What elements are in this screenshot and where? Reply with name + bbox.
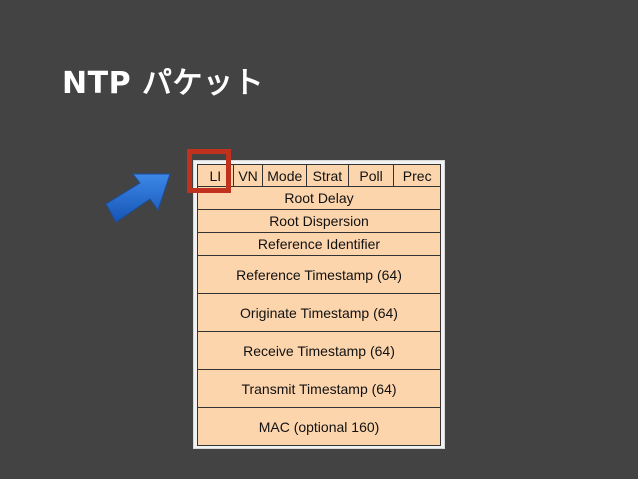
field-reference-timestamp: Reference Timestamp (64) bbox=[197, 256, 441, 294]
field-root-delay: Root Delay bbox=[197, 187, 441, 210]
header-row: LI VN Mode Strat Poll Prec bbox=[197, 164, 441, 187]
field-poll: Poll bbox=[349, 165, 395, 186]
field-root-dispersion: Root Dispersion bbox=[197, 210, 441, 233]
slide-title: NTP パケット bbox=[62, 66, 265, 101]
field-mode: Mode bbox=[263, 165, 308, 186]
field-receive-timestamp: Receive Timestamp (64) bbox=[197, 332, 441, 370]
field-strat: Strat bbox=[307, 165, 349, 186]
arrow-right-icon bbox=[105, 173, 171, 223]
field-vn: VN bbox=[234, 165, 264, 186]
packet-fields: LI VN Mode Strat Poll Prec Root Delay Ro… bbox=[197, 164, 441, 446]
field-originate-timestamp: Originate Timestamp (64) bbox=[197, 294, 441, 332]
field-mac: MAC (optional 160) bbox=[197, 408, 441, 446]
field-li: LI bbox=[198, 165, 234, 186]
field-label: Reference Identifier bbox=[257, 236, 381, 252]
field-label: Originate Timestamp (64) bbox=[240, 304, 398, 321]
field-label: Root Dispersion bbox=[269, 213, 369, 229]
ntp-packet-diagram: LI VN Mode Strat Poll Prec Root Delay Ro… bbox=[193, 160, 445, 449]
field-prec: Prec bbox=[402, 167, 432, 184]
li-highlight-box bbox=[187, 149, 231, 193]
field-transmit-timestamp: Transmit Timestamp (64) bbox=[197, 370, 441, 408]
field-label: Reference Timestamp (64) bbox=[236, 266, 402, 283]
field-label: Receive Timestamp (64) bbox=[243, 342, 395, 359]
field-label: MAC (optional 160) bbox=[258, 418, 380, 435]
field-label: Transmit Timestamp (64) bbox=[241, 380, 397, 397]
field-label: Root Delay bbox=[284, 190, 354, 206]
field-reference-identifier: Reference Identifier bbox=[197, 233, 441, 256]
